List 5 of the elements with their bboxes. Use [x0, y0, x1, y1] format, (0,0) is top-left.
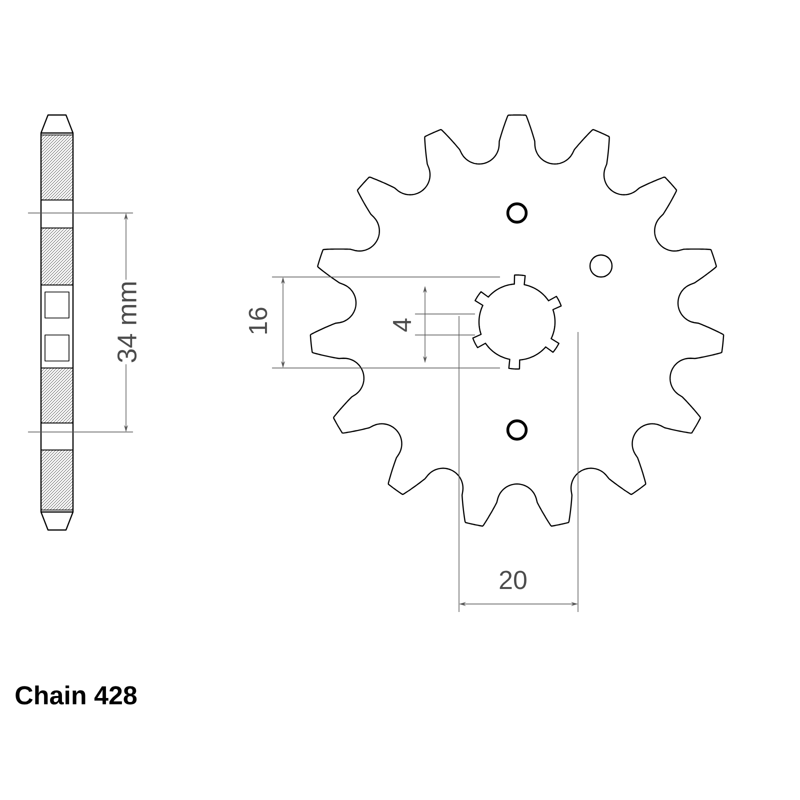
dimension-label: 20 [498, 570, 528, 590]
dimension-label: 4 [392, 316, 412, 334]
chain-label: Chain 428 [16, 685, 137, 705]
dimension-label: 16 [248, 306, 268, 336]
dimension-label: 34 mm [116, 280, 138, 364]
